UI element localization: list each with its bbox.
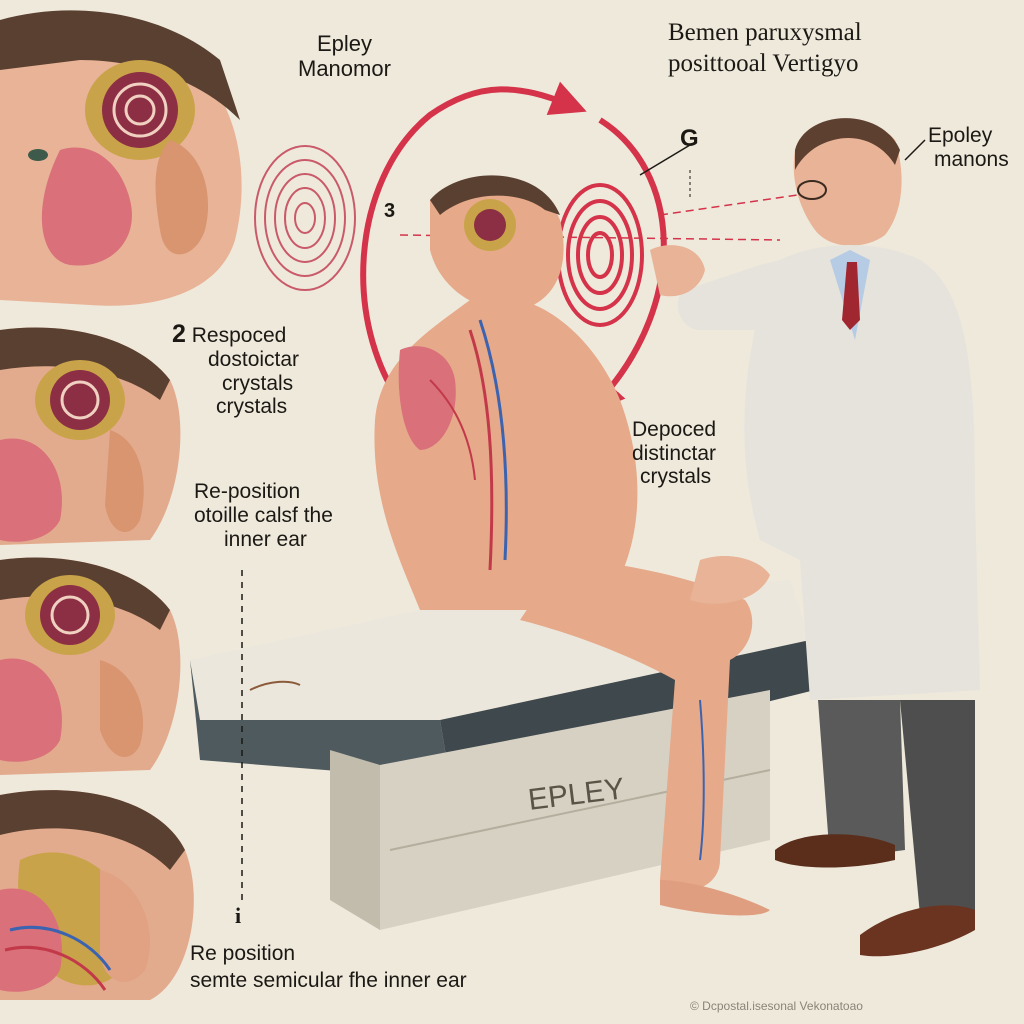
leader-g: [639, 144, 691, 176]
step-2-number: 2: [172, 320, 186, 348]
page-title: Bemen paruxysmal posittooal Vertigyo: [668, 18, 862, 79]
step-marker-g: G: [680, 125, 699, 152]
bottom-label: Re position semte semicular fhe inner ea…: [190, 940, 467, 995]
step-marker-3: 3: [384, 200, 396, 222]
bottom-label-line1: Re position: [190, 942, 296, 965]
ear-panel-3: [0, 557, 181, 775]
sight-line: [399, 234, 781, 241]
top-left-label: Epley Manomor: [298, 31, 391, 81]
deposited-label: Depoced distinctar crystals: [632, 418, 716, 489]
rotation-arrow-left: [360, 81, 587, 417]
step-2-label: 2 Respoced dostoictar crystals crystals: [172, 320, 299, 419]
step-2-line4: crystals: [216, 395, 288, 419]
step-2-line3: crystals: [222, 371, 294, 395]
footer-caption: © Dcpostal.isesonal Vekonatoao: [690, 999, 863, 1013]
step-2-word: Respoced: [191, 324, 287, 347]
right-label: Epoley manons: [928, 124, 1009, 171]
top-left-label-line2: Manomor: [298, 55, 391, 81]
bottom-marker: i: [235, 903, 242, 928]
rotation-arrow-right: [587, 117, 667, 414]
ear-panel-2: [0, 327, 181, 545]
reposition-line1: Re-position: [194, 480, 301, 503]
bottom-label-line2: semte semicular fhe inner ear: [190, 969, 467, 993]
ear-panel-1: [0, 10, 242, 306]
ear-panel-4: [0, 790, 194, 1000]
step-2-line2: dostoictar: [208, 348, 300, 371]
deposited-line1: Depoced: [632, 418, 717, 441]
patient: [374, 175, 770, 916]
right-spiral: [556, 183, 644, 327]
doctor: [650, 118, 980, 957]
reposition-line2: otoille calsf the: [194, 504, 333, 528]
page-title-line1: Bemen paruxysmal: [668, 19, 862, 46]
left-spiral: [254, 145, 356, 291]
top-left-label-line1: Epley: [316, 31, 372, 56]
page-title-line2: posittooal Vertigyo: [668, 49, 859, 77]
deposited-line3: crystals: [640, 465, 712, 489]
reposition-line3: inner ear: [224, 528, 307, 552]
right-label-line1: Epoley: [928, 124, 993, 147]
reposition-label: Re-position otoille calsf the inner ear: [194, 480, 333, 552]
step-2-line1: 2 Respoced: [172, 320, 299, 348]
right-label-line2: manons: [934, 147, 1009, 171]
leader-right: [904, 139, 926, 161]
deposited-line2: distinctar: [632, 441, 717, 465]
